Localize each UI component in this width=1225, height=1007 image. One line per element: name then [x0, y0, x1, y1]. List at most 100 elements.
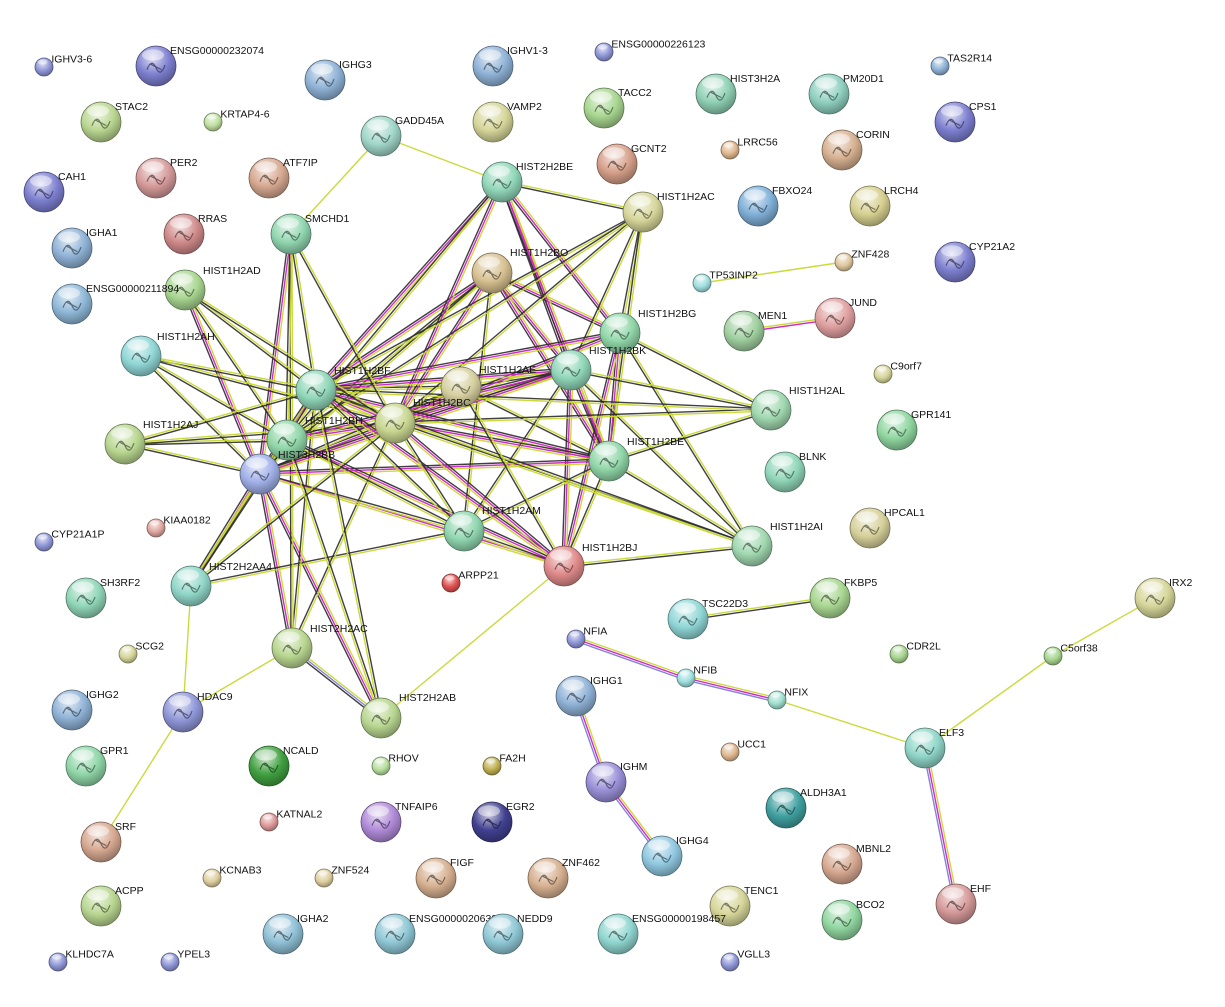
node-hist2h2ac[interactable]: HIST2H2AC	[271, 623, 368, 669]
node-corin[interactable]: CORIN	[821, 129, 890, 171]
node-nfix[interactable]: NFIX	[767, 687, 808, 710]
edge-hist1h2ae-hist1h2bj[interactable]	[459, 386, 566, 567]
node-znf462[interactable]: ZNF462	[527, 857, 600, 899]
node-ncald[interactable]: NCALD	[248, 745, 319, 787]
node-igha2[interactable]: IGHA2	[262, 913, 329, 955]
edge-hist1h2al-hist1h2bc[interactable]	[394, 408, 772, 425]
node-vgll3[interactable]: VGLL3	[720, 949, 770, 972]
edge-nfia-nfib[interactable]	[575, 636, 687, 681]
edge-hist1h2bj-hist1h2ai[interactable]	[563, 544, 753, 568]
node-hpcal1[interactable]: HPCAL1	[849, 507, 925, 549]
node-hdac9[interactable]: HDAC9	[162, 691, 233, 733]
node-mbnl2[interactable]: MBNL2	[821, 843, 891, 885]
edge-nfib-nfix[interactable]	[685, 675, 778, 703]
node-ighg1[interactable]: IGHG1	[555, 675, 623, 717]
node-nfib[interactable]: NFIB	[676, 665, 717, 688]
node-rras[interactable]: RRAS	[163, 213, 227, 255]
edge-hist1h2am-hist3h2bb[interactable]	[259, 472, 465, 533]
edge-c5orf38-elf3[interactable]	[924, 655, 1054, 749]
node-fa2h[interactable]: FA2H	[482, 753, 526, 776]
node-ighm[interactable]: IGHM	[585, 761, 647, 803]
node-hist1h2ah[interactable]: HIST1H2AH	[120, 331, 215, 377]
node-kcnab3[interactable]: KCNAB3	[202, 865, 262, 888]
node-cah1[interactable]: CAH1	[23, 171, 86, 213]
edge-smchd1-hist1h2bc[interactable]	[289, 233, 397, 424]
edge-hist1h2bj-hist1h2bh[interactable]	[285, 437, 566, 569]
node-hist1h2bc[interactable]: HIST1H2BC	[374, 397, 471, 444]
edge-hist1h2bg-hist1h2be[interactable]	[606, 332, 623, 462]
node-elf3[interactable]: ELF3	[904, 727, 964, 769]
edge-hist1h2be-hist1h2am[interactable]	[463, 459, 610, 533]
node-ighg2[interactable]: IGHG2	[51, 689, 119, 731]
node-tas2r14[interactable]: TAS2R14	[930, 53, 992, 76]
node-hist2h2be[interactable]: HIST2H2BE	[481, 161, 573, 203]
node-hist1h2bj[interactable]: HIST1H2BJ	[543, 542, 637, 587]
node-ucc1[interactable]: UCC1	[720, 739, 766, 762]
edge-hist1h2be-hist1h2ai[interactable]	[608, 459, 753, 548]
node-hist2h2aa4[interactable]: HIST2H2AA4	[170, 561, 272, 607]
node-c5orf38[interactable]: C5orf38	[1043, 643, 1098, 666]
edge-tp53inp2-znf428[interactable]	[701, 261, 845, 284]
edge-elf3-ehf[interactable]	[922, 747, 959, 905]
node-ensg00000206338[interactable]: ENSG00000206338	[374, 913, 503, 955]
edge-hist1h2bk-hist1h2ai[interactable]	[569, 368, 754, 548]
node-gcnt2[interactable]: GCNT2	[596, 143, 667, 185]
edge-hist2h2aa4-hdac9[interactable]	[182, 585, 192, 713]
edge-hist1h2be-hist3h2bb[interactable]	[259, 458, 610, 477]
node-tenc1[interactable]: TENC1	[709, 885, 779, 927]
node-hist1h2aj[interactable]: HIST1H2AJ	[104, 419, 198, 465]
edge-hist1h2ac-hist1h2bk[interactable]	[569, 211, 645, 371]
edge-hist1h2bj-hist2h2ab[interactable]	[380, 565, 565, 719]
node-ighv3-6[interactable]: IGHV3-6	[34, 54, 92, 77]
node-hist3h2a[interactable]: HIST3H2A	[695, 73, 780, 115]
node-cyp21a2[interactable]: CYP21A2	[934, 241, 1015, 283]
node-cdr2l[interactable]: CDR2L	[889, 641, 941, 664]
node-gpr141[interactable]: GPR141	[876, 409, 951, 451]
node-egr2[interactable]: EGR2	[471, 801, 535, 843]
edge-hist1h2am-hist1h2bf[interactable]	[314, 388, 466, 533]
edge-hdac9-hist2h2ac[interactable]	[182, 647, 293, 713]
node-figf[interactable]: FIGF	[415, 857, 474, 899]
node-klhdc7a[interactable]: KLHDC7A	[48, 949, 114, 972]
node-scg2[interactable]: SCG2	[118, 641, 164, 664]
node-bco2[interactable]: BCO2	[821, 899, 885, 941]
edge-hist1h2bk-hist1h2al[interactable]	[570, 368, 772, 412]
node-tsc22d3[interactable]: TSC22D3	[667, 598, 748, 640]
node-katnal2[interactable]: KATNAL2	[259, 809, 322, 832]
edge-hist1h2aj-hist1h2bf[interactable]	[124, 388, 317, 446]
edge-hist1h2ah-hist3h2bb[interactable]	[139, 354, 262, 476]
node-nfia[interactable]: NFIA	[566, 626, 607, 649]
edge-smchd1-hist1h2bf[interactable]	[289, 233, 318, 391]
node-hist1h2ae[interactable]: HIST1H2AE	[440, 364, 536, 408]
node-hist1h2be[interactable]: HIST1H2BE	[588, 436, 684, 482]
node-znf428[interactable]: ZNF428	[834, 249, 889, 272]
node-ensg00000211894[interactable]: ENSG00000211894	[51, 283, 179, 325]
edge-hist1h2bk-hist1h2am[interactable]	[462, 369, 573, 532]
edge-hist2h2aa4-hist1h2bc[interactable]	[189, 421, 397, 588]
node-men1[interactable]: MEN1	[723, 310, 787, 352]
node-cyp21a1p[interactable]: CYP21A1P	[34, 529, 105, 552]
node-pm20d1[interactable]: PM20D1	[808, 73, 884, 115]
node-aldh3a1[interactable]: ALDH3A1	[765, 787, 847, 829]
node-blnk[interactable]: BLNK	[764, 451, 826, 493]
edge-hist1h2ac-hist1h2bg[interactable]	[618, 211, 645, 334]
edge-hist1h2aj-hist1h2bh[interactable]	[124, 438, 288, 446]
node-per2[interactable]: PER2	[135, 157, 198, 199]
edge-nfix-elf3[interactable]	[776, 699, 926, 749]
edge-hist2h2ab-hist1h2bf[interactable]	[314, 389, 383, 719]
edge-hist2h2be-hist1h2ac[interactable]	[501, 180, 644, 214]
edge-hist1h2am-hist1h2bc[interactable]	[393, 422, 466, 532]
node-lrch4[interactable]: LRCH4	[849, 185, 919, 227]
node-ypel3[interactable]: YPEL3	[160, 949, 210, 972]
edge-hist1h2bj-hist1h2bc[interactable]	[393, 420, 566, 569]
node-ighv1-3[interactable]: IGHV1-3	[472, 45, 548, 87]
node-hist1h2bk[interactable]: HIST1H2BK	[550, 345, 646, 391]
node-cps1[interactable]: CPS1	[934, 101, 997, 143]
node-tacc2[interactable]: TACC2	[583, 87, 652, 129]
node-hist2h2ab[interactable]: HIST2H2AB	[360, 692, 456, 739]
node-znf524[interactable]: ZNF524	[314, 865, 369, 888]
node-ighg3[interactable]: IGHG3	[304, 59, 372, 101]
edge-hist3h2bb-hist2h2ac[interactable]	[257, 473, 295, 649]
node-sh3rf2[interactable]: SH3RF2	[65, 577, 140, 619]
edge-hist1h2bg-hist1h2bf[interactable]	[315, 330, 621, 393]
